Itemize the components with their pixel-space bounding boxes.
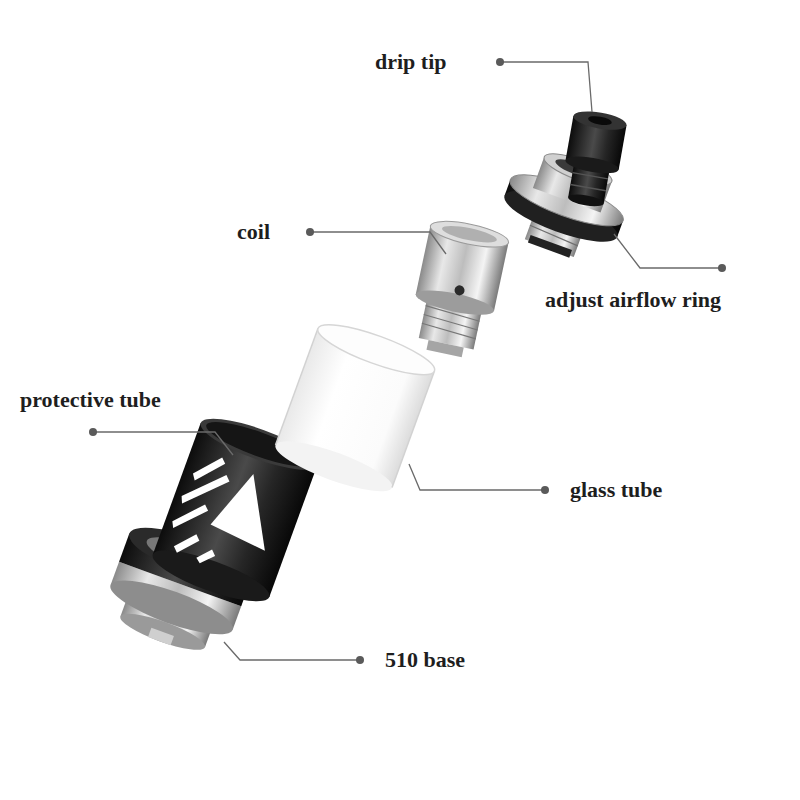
coil-top-hole [441,223,498,246]
tube-slit [170,496,209,537]
glass-bottom [271,432,397,501]
tube-slit [195,545,217,567]
tip-body-edge [564,153,620,176]
tip-top [572,108,628,133]
leader-dot [718,264,726,272]
part-label: protective tube [20,387,161,413]
part-label: drip tip [375,49,447,75]
part-label: 510 base [385,647,465,673]
coil-hole [454,284,466,296]
leader-lines [93,62,722,660]
leader-line [614,234,722,268]
leader-line [93,432,233,455]
leader-dot [306,228,314,236]
leader-line [310,232,446,254]
tip-stem-end [567,192,604,208]
glass-top [313,315,439,384]
part-label: coil [237,219,270,245]
glass-edge [276,329,318,446]
base-pin [148,628,174,646]
part-label: adjust airflow ring [545,287,721,313]
drip-tip-part [558,108,628,210]
glass-edge [392,371,434,488]
leader-line [500,62,592,112]
tube-bottom [148,540,275,611]
tip-mouth [587,115,612,127]
leader-line [409,464,545,490]
leader-line [224,642,360,660]
leader-dot [541,486,549,494]
leader-dot [89,428,97,436]
leader-dots [89,58,726,664]
cap-seal [528,235,572,258]
glass-tube-part [271,315,440,500]
leader-dot [356,656,364,664]
leader-dot [496,58,504,66]
tube-slit [172,528,201,558]
tip-ridges [570,173,608,191]
coil-pin [426,340,463,357]
part-label: glass tube [570,477,662,503]
coil-part [405,216,511,362]
